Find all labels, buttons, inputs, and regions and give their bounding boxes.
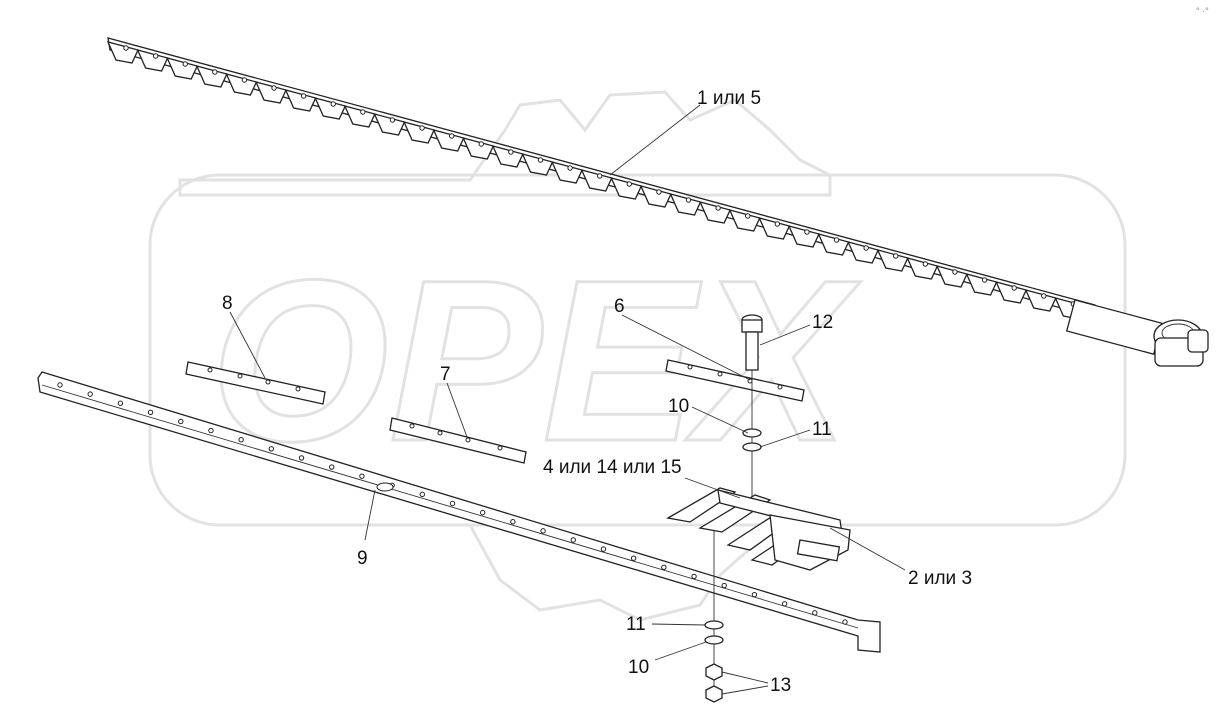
label-part-10-lower: 10 (628, 657, 649, 678)
bar-hole (600, 546, 607, 552)
rivet (1011, 285, 1017, 291)
bar-hole (751, 591, 758, 598)
bar-hole (147, 409, 154, 416)
label-part-2-or-3: 2 или 3 (908, 568, 972, 589)
bar-hole (479, 509, 486, 516)
rivet (596, 173, 603, 179)
label-part-11-upper: 11 (812, 419, 832, 440)
rivet (271, 85, 277, 91)
bar-hole (87, 391, 93, 397)
rivet (863, 245, 869, 251)
rivet (656, 189, 662, 195)
leader-lines (229, 104, 906, 695)
bar-hole (329, 464, 335, 470)
rivet (774, 221, 781, 227)
rivet (952, 269, 958, 275)
rivet (833, 237, 840, 243)
knife-bar-part-1-or-5 (106, 37, 1209, 367)
label-part-8: 8 (222, 293, 233, 314)
bar-hole (268, 446, 275, 452)
bar-hole (570, 537, 576, 543)
rivet (537, 157, 544, 163)
plate-part-7 (389, 417, 527, 464)
bar-hole (812, 610, 818, 616)
bar-hole (419, 491, 426, 498)
bar-hole (298, 455, 305, 461)
bar-hole (449, 500, 456, 507)
bar-hole (721, 582, 727, 589)
label-part-11-lower: 11 (626, 614, 646, 635)
label-part-10-upper: 10 (668, 396, 689, 417)
rivet (419, 125, 425, 131)
rivet (922, 261, 929, 267)
bar-hole (661, 564, 667, 571)
bar-hole (630, 555, 637, 561)
bar-hole (691, 573, 697, 580)
angle-bar-holes (57, 382, 848, 625)
rivet (123, 45, 129, 51)
rivet (360, 109, 366, 115)
label-part-6: 6 (614, 296, 625, 317)
bar-hole (359, 473, 365, 479)
rivet (804, 229, 810, 235)
label-part-12: 12 (812, 312, 833, 333)
bar-hole (540, 528, 546, 534)
corner-mark: ° ·° (1196, 6, 1209, 16)
watermark-logo: OPEX (148, 90, 1127, 622)
bar-hole (510, 519, 516, 525)
bar-hole (842, 619, 848, 625)
washer-part-10-upper (742, 428, 762, 438)
rivet (1041, 293, 1047, 299)
label-part-4-or-14-or-15: 4 или 14 или 15 (543, 457, 682, 478)
label-part-7: 7 (440, 364, 451, 385)
nut-part-13-a (705, 663, 723, 681)
bar-hole (117, 400, 124, 406)
label-part-1-or-5: 1 или 5 (697, 88, 761, 109)
rivet (893, 253, 899, 259)
rivet (182, 61, 188, 67)
label-part-13: 13 (770, 675, 791, 696)
counter-plate-part-2-or-3 (769, 514, 851, 571)
washer-part-11-lower (704, 620, 724, 630)
bar-hole (178, 418, 184, 425)
bar-hole (57, 382, 63, 388)
washer-part-11-upper (742, 442, 762, 452)
rivet (567, 165, 573, 171)
rivet (212, 69, 218, 75)
bolt-part-12 (741, 314, 763, 371)
rivet (685, 197, 692, 203)
rivet (508, 149, 514, 155)
rivet (448, 133, 455, 139)
bar-hole (208, 427, 214, 434)
plate-part-6 (665, 359, 805, 402)
angle-bar-part-9 (37, 371, 881, 653)
nut-part-13-b (705, 685, 723, 703)
rivet (981, 277, 988, 283)
rivet (330, 101, 336, 107)
bar-hole (238, 436, 244, 443)
watermark-text: OPEX (210, 232, 861, 489)
rivet (478, 141, 484, 147)
rivet (389, 117, 396, 123)
rivet (300, 93, 307, 99)
rivet (241, 77, 248, 83)
rivet (715, 205, 721, 211)
plate-part-8 (185, 361, 326, 405)
rivet (626, 181, 633, 187)
label-part-9: 9 (357, 548, 368, 569)
rivet (745, 213, 751, 219)
rivet (152, 53, 159, 59)
bar-hole (781, 601, 788, 607)
washer-part-10-lower (704, 635, 724, 645)
